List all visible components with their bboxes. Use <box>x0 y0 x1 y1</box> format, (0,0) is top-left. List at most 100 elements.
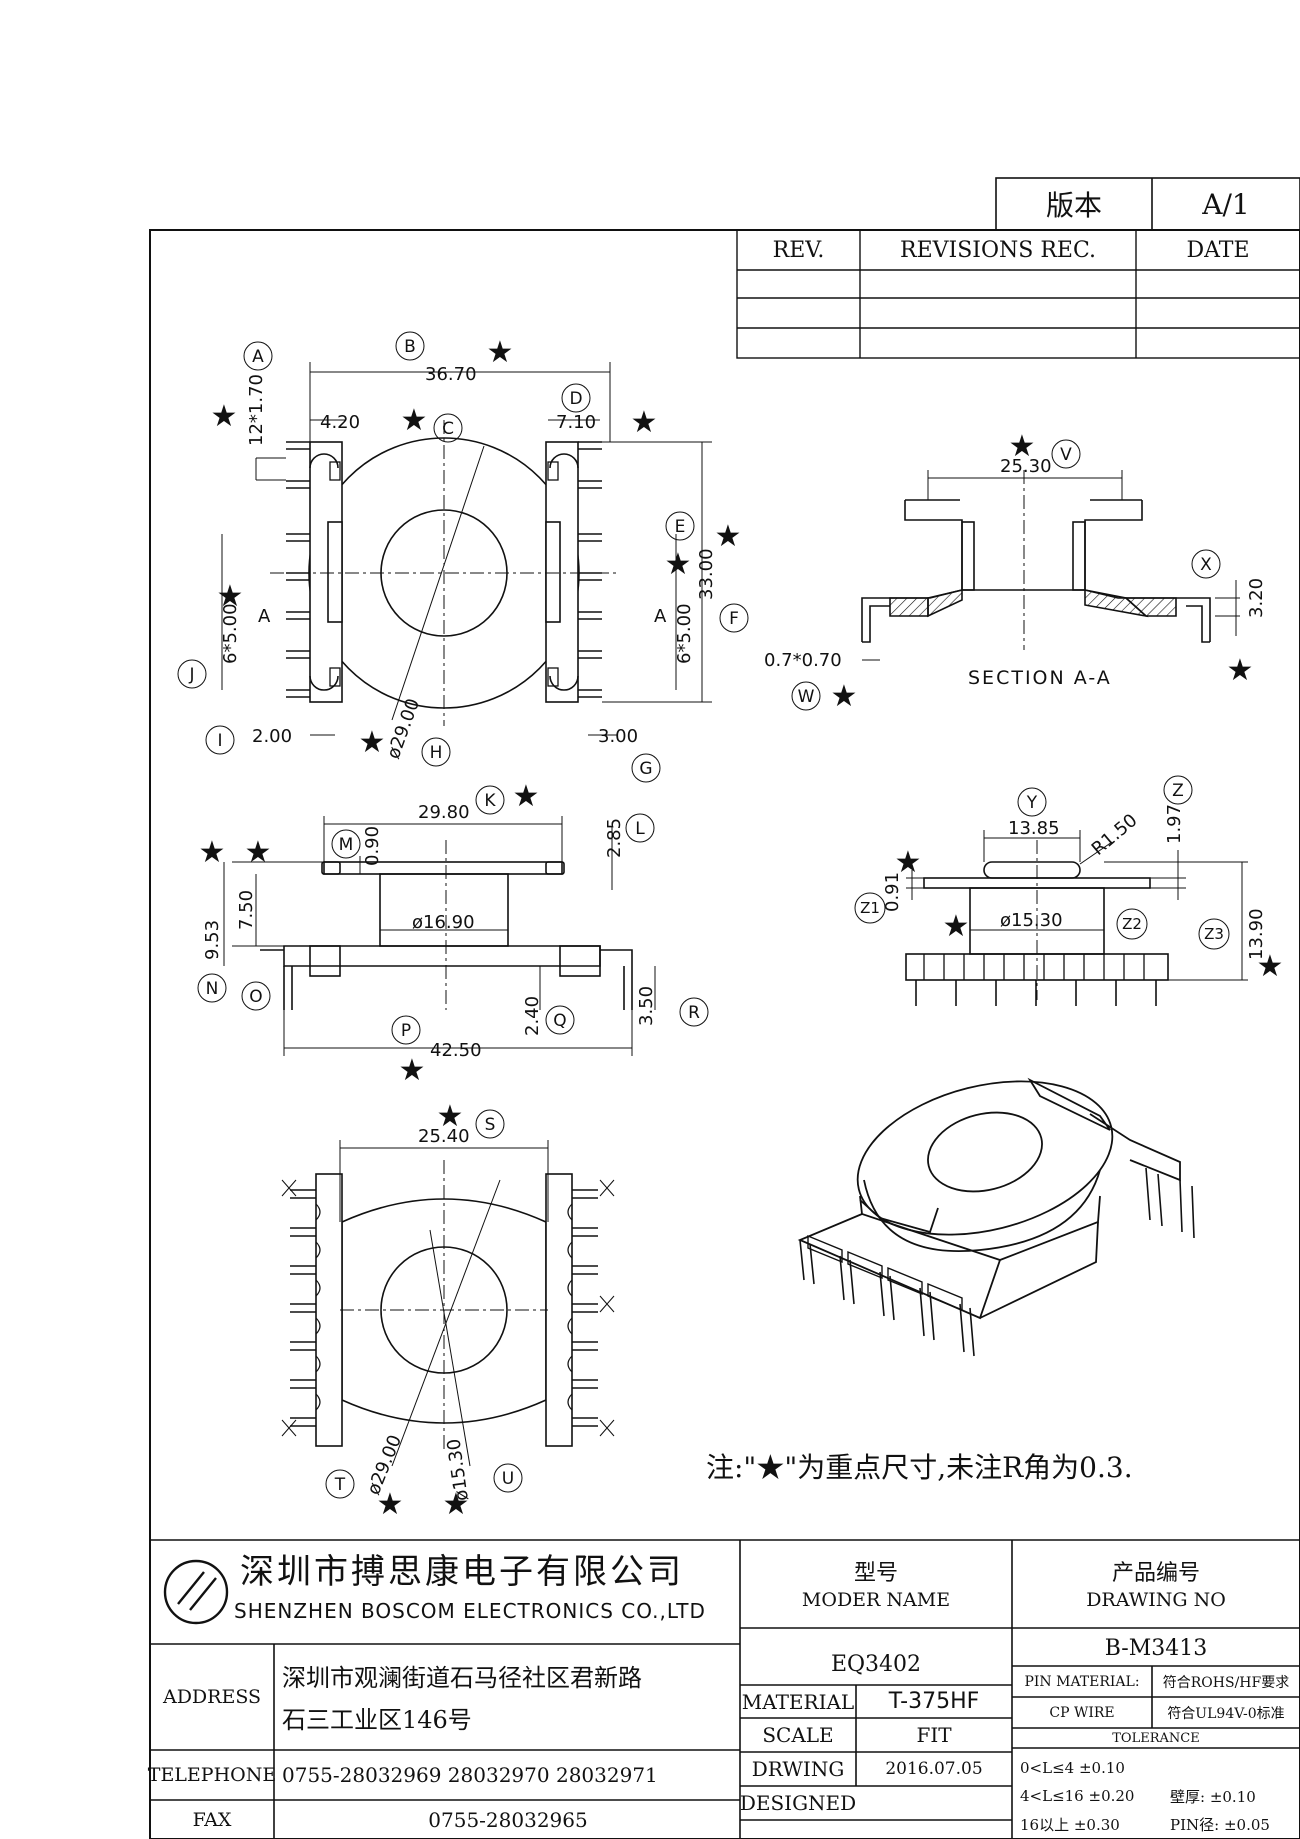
dim-O: 7.50 <box>236 890 257 930</box>
dim-H: ø29.00 <box>383 696 424 762</box>
ref-A: A <box>243 341 273 371</box>
ref-G: G <box>631 753 661 783</box>
ref-V: V <box>1051 439 1081 469</box>
star-icon: ★ <box>443 1487 470 1522</box>
reference-letters: A B C D E F G H I J V X W K L M N O P Q … <box>177 331 1230 1499</box>
ref-Z1: Z1 <box>854 892 886 924</box>
dim-I: 2.00 <box>252 726 292 747</box>
section-label: SECTION A-A <box>968 667 1112 689</box>
ref-C: C <box>433 413 463 443</box>
dim-Y: 13.85 <box>1008 818 1060 839</box>
svg-text:P: P <box>401 1021 411 1041</box>
revisions-rec-header: REVISIONS REC. <box>900 237 1096 263</box>
svg-text:U: U <box>502 1469 514 1489</box>
scale-value: FIT <box>916 1723 952 1747</box>
ref-Y: Y <box>1017 787 1047 817</box>
material-label: MATERIAL <box>741 1689 855 1714</box>
ref-W: W <box>791 681 821 711</box>
fax-label: FAX <box>192 1808 232 1831</box>
star-icon: ★ <box>359 725 386 760</box>
ref-Z: Z <box>1163 775 1193 805</box>
sheet-border <box>149 229 1300 1839</box>
star-icon: ★ <box>831 679 858 714</box>
star-icon: ★ <box>377 1487 404 1522</box>
version-value: A/1 <box>1202 187 1250 221</box>
svg-text:Z: Z <box>1172 781 1184 801</box>
dim-EF-b: 6*5.00 <box>674 603 695 664</box>
tolerance-label: TOLERANCE <box>1112 1730 1200 1746</box>
svg-text:W: W <box>798 687 815 707</box>
dim-Z2: ø15.30 <box>1000 910 1063 931</box>
svg-text:C: C <box>442 419 454 439</box>
bottom-view <box>281 1140 615 1467</box>
tolerance-wall: 壁厚: ±0.10 <box>1170 1787 1256 1806</box>
dim-Z: 1.97 <box>1164 804 1185 844</box>
svg-text:O: O <box>249 987 262 1007</box>
dim-X: 3.20 <box>1246 578 1267 618</box>
dim-M: 0.90 <box>362 826 383 866</box>
company-name-en: SHENZHEN BOSCOM ELECTRONICS CO.,LTD <box>234 1599 706 1623</box>
svg-text:X: X <box>1200 555 1212 575</box>
svg-text:B: B <box>404 337 416 357</box>
section-mark-right: A <box>654 606 667 627</box>
date-header: DATE <box>1186 237 1250 263</box>
dim-J: 6*5.00 <box>220 603 241 664</box>
tolerance-line-3: 16以上 ±0.30 <box>1020 1815 1120 1834</box>
star-icon: ★ <box>1227 653 1254 688</box>
star-icon: ★ <box>217 579 244 614</box>
drawing-no-label-cn: 产品编号 <box>1111 1561 1200 1586</box>
star-icon: ★ <box>245 835 272 870</box>
ref-R: R <box>679 997 709 1027</box>
ref-H: H <box>421 737 451 767</box>
fax-value: 0755-28032965 <box>428 1807 588 1832</box>
svg-text:K: K <box>484 791 496 811</box>
dim-Z1: 0.91 <box>882 872 903 912</box>
revisions-table <box>736 229 1300 359</box>
company-name-cn: 深圳市搏思康电子有限公司 <box>240 1551 684 1592</box>
cp-wire-label: CP WIRE <box>1049 1704 1115 1721</box>
ref-U: U <box>493 1463 523 1493</box>
dim-P: 42.50 <box>430 1040 482 1061</box>
dim-core: ø16.90 <box>412 912 475 933</box>
section-view <box>861 470 1240 661</box>
svg-text:A: A <box>252 347 264 367</box>
svg-text:Z3: Z3 <box>1204 925 1224 943</box>
ref-O: O <box>241 981 271 1011</box>
model-label-en: MODER NAME <box>801 1589 951 1611</box>
designed-label: DESIGNED <box>739 1791 857 1815</box>
drawing-date-label: DRWING <box>751 1757 845 1781</box>
svg-text:J: J <box>188 665 194 685</box>
address-line-2: 石三工业区146号 <box>282 1705 472 1734</box>
material-value: T-375HF <box>888 1689 980 1714</box>
svg-text:Y: Y <box>1026 793 1038 813</box>
dim-D: 7.10 <box>556 412 596 433</box>
star-icon: ★ <box>399 1053 426 1088</box>
dim-EF-a: 33.00 <box>696 548 717 600</box>
address-label: ADDRESS <box>162 1686 262 1708</box>
dim-B: 36.70 <box>425 364 477 385</box>
tolerance-line-2: 4<L≤16 ±0.20 <box>1020 1787 1135 1805</box>
ref-J: J <box>177 659 207 689</box>
star-icon: ★ <box>1009 429 1036 464</box>
scale-label: SCALE <box>762 1723 834 1747</box>
cp-wire-value: 符合UL94V-0标准 <box>1167 1705 1285 1722</box>
star-icon: ★ <box>715 519 742 554</box>
dim-K: 29.80 <box>418 802 470 823</box>
svg-text:I: I <box>217 731 222 751</box>
svg-text:S: S <box>485 1115 496 1135</box>
ref-Z3: Z3 <box>1198 918 1230 950</box>
dim-G: 3.00 <box>598 726 638 747</box>
ref-S: S <box>475 1109 505 1139</box>
star-icon: ★ <box>401 403 428 438</box>
star-icon: ★ <box>1257 949 1284 984</box>
ref-Q: Q <box>545 1005 575 1035</box>
ref-Z2: Z2 <box>1116 908 1148 940</box>
dim-S: 25.40 <box>418 1126 470 1147</box>
dim-N: 9.53 <box>202 920 223 960</box>
star-icon: ★ <box>665 547 692 582</box>
ref-K: K <box>475 785 505 815</box>
svg-text:V: V <box>1060 445 1072 465</box>
model-label-cn: 型号 <box>853 1561 898 1586</box>
